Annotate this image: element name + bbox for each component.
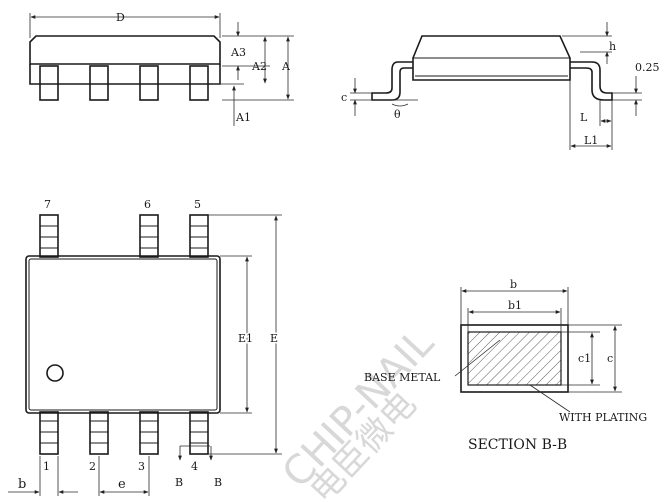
top-body — [25, 255, 221, 414]
label-L1: L1 — [584, 134, 598, 147]
label-E: E — [270, 332, 278, 345]
label-e: e — [118, 477, 126, 492]
label-L: L — [580, 111, 588, 124]
label-base-metal: BASE METAL — [364, 371, 441, 384]
pin-label-2: 2 — [89, 460, 96, 473]
side-body-lower — [29, 64, 221, 85]
end-lead-right — [570, 61, 613, 101]
label-with-plating: WITH PLATING — [559, 411, 647, 424]
top-leads — [39, 214, 209, 258]
leader-base-metal — [454, 339, 501, 377]
side-body — [29, 35, 221, 65]
pin1-dot — [46, 364, 64, 382]
label-A3: A3 — [230, 46, 246, 59]
label-section-b: b — [510, 278, 517, 291]
end-lead-left — [371, 61, 413, 101]
end-view: h 0.25 c θ L L1 — [341, 22, 660, 150]
section-view: b b1 c1 c BASE METAL WITH PLATING SECTIO… — [364, 278, 647, 453]
pin-label-7: 7 — [44, 198, 51, 211]
label-D: D — [116, 11, 125, 24]
section-mark-right: B — [214, 476, 222, 489]
label-theta: θ — [394, 108, 401, 121]
pin-label-6: 6 — [144, 198, 151, 211]
top-view: 7 6 5 1 2 3 4 B B E1 E b e — [8, 198, 282, 496]
pin-label-4: 4 — [191, 460, 198, 473]
side-view: D A3 A2 A A1 — [29, 11, 294, 126]
bottom-leads — [39, 411, 209, 455]
leader-with-plating — [529, 384, 571, 413]
section-mark-left: B — [175, 476, 183, 489]
pin-label-5: 5 — [194, 198, 201, 211]
label-section-b1: b1 — [508, 299, 522, 312]
label-section-c: c — [607, 352, 613, 365]
side-leads — [39, 65, 209, 101]
label-h: h — [609, 40, 616, 53]
pin-label-1: 1 — [43, 460, 50, 473]
section-base-metal — [467, 331, 562, 386]
label-b: b — [18, 477, 26, 492]
label-025: 0.25 — [635, 61, 660, 74]
pin-label-3: 3 — [138, 460, 145, 473]
label-A: A — [281, 60, 291, 73]
section-plating — [460, 324, 569, 393]
label-E1: E1 — [238, 332, 253, 345]
label-A1: A1 — [235, 111, 251, 124]
watermark: CHIP-NAIL 电臣微电 — [274, 319, 444, 502]
label-c: c — [341, 91, 347, 104]
label-A2: A2 — [251, 60, 267, 73]
label-section-c1: c1 — [578, 352, 591, 365]
section-title: SECTION B-B — [468, 437, 567, 453]
